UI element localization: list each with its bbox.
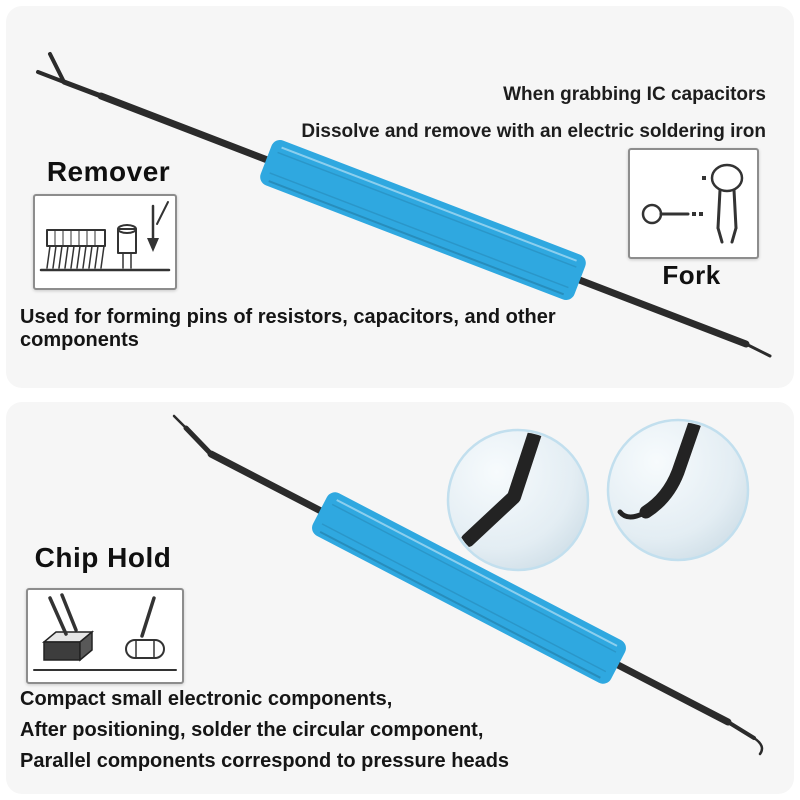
fork-diagram-icon xyxy=(628,148,759,259)
remover-fork-tool-image xyxy=(36,52,772,358)
top-caption: Used for forming pins of resistors, capa… xyxy=(20,306,556,351)
chip-hold-label: Chip Hold xyxy=(34,542,172,573)
bottom-info-panel: Chip Hold Compact small electronic compo… xyxy=(6,402,794,794)
remover-label: Remover xyxy=(46,156,171,187)
ic-capacitor-note: When grabbing IC capacitors Dissolve and… xyxy=(301,76,766,150)
remover-diagram-icon xyxy=(33,194,177,290)
hook-tool-image xyxy=(172,414,764,756)
bottom-caption-line-3: Parallel components correspond to pressu… xyxy=(20,750,510,772)
bottom-caption: Compact small electronic components, Aft… xyxy=(20,684,580,777)
bottom-caption-line-1: Compact small electronic components, xyxy=(20,688,393,710)
note-line-1: When grabbing IC capacitors xyxy=(503,84,766,105)
top-info-panel: When grabbing IC capacitors Dissolve and… xyxy=(6,6,794,388)
chip-hold-diagram-icon xyxy=(26,588,184,684)
note-line-2: Dissolve and remove with an electric sol… xyxy=(301,121,766,142)
tool-handle xyxy=(260,140,586,300)
bottom-caption-line-2: After positioning, solder the circular c… xyxy=(20,719,484,741)
tool-handle xyxy=(312,492,626,684)
fork-label: Fork xyxy=(662,260,721,290)
tip-closeup-2 xyxy=(606,418,750,562)
tip-closeup-1 xyxy=(446,428,590,572)
